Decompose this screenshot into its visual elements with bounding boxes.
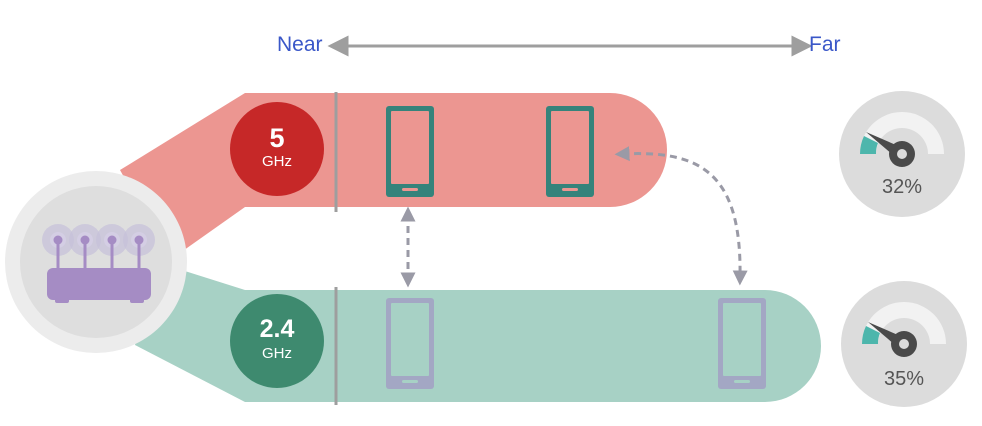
band-24ghz-number: 2.4: [259, 315, 295, 343]
band-5ghz-number: 5: [269, 123, 285, 153]
dashed-double-arrow-icon: [614, 146, 748, 286]
gauge-24ghz-value: 35%: [883, 368, 925, 390]
near-label: Near: [277, 33, 323, 56]
smartphone-icon: [386, 106, 434, 197]
far-label: Far: [809, 33, 841, 56]
smartphone-icon: [386, 298, 434, 389]
band-5ghz-unit: GHz: [262, 153, 292, 170]
gauge-5ghz-value: 32%: [881, 176, 923, 198]
smartphone-icon: [718, 298, 766, 389]
band-5ghz-badge: [230, 102, 324, 196]
band-24ghz-unit: GHz: [262, 345, 292, 362]
smartphone-icon: [546, 106, 594, 197]
speedometer-icon: [841, 281, 967, 407]
router-icon: [42, 224, 155, 303]
speedometer-icon: [839, 91, 965, 217]
band-24ghz-badge: [230, 294, 324, 388]
router-node: [5, 171, 187, 353]
